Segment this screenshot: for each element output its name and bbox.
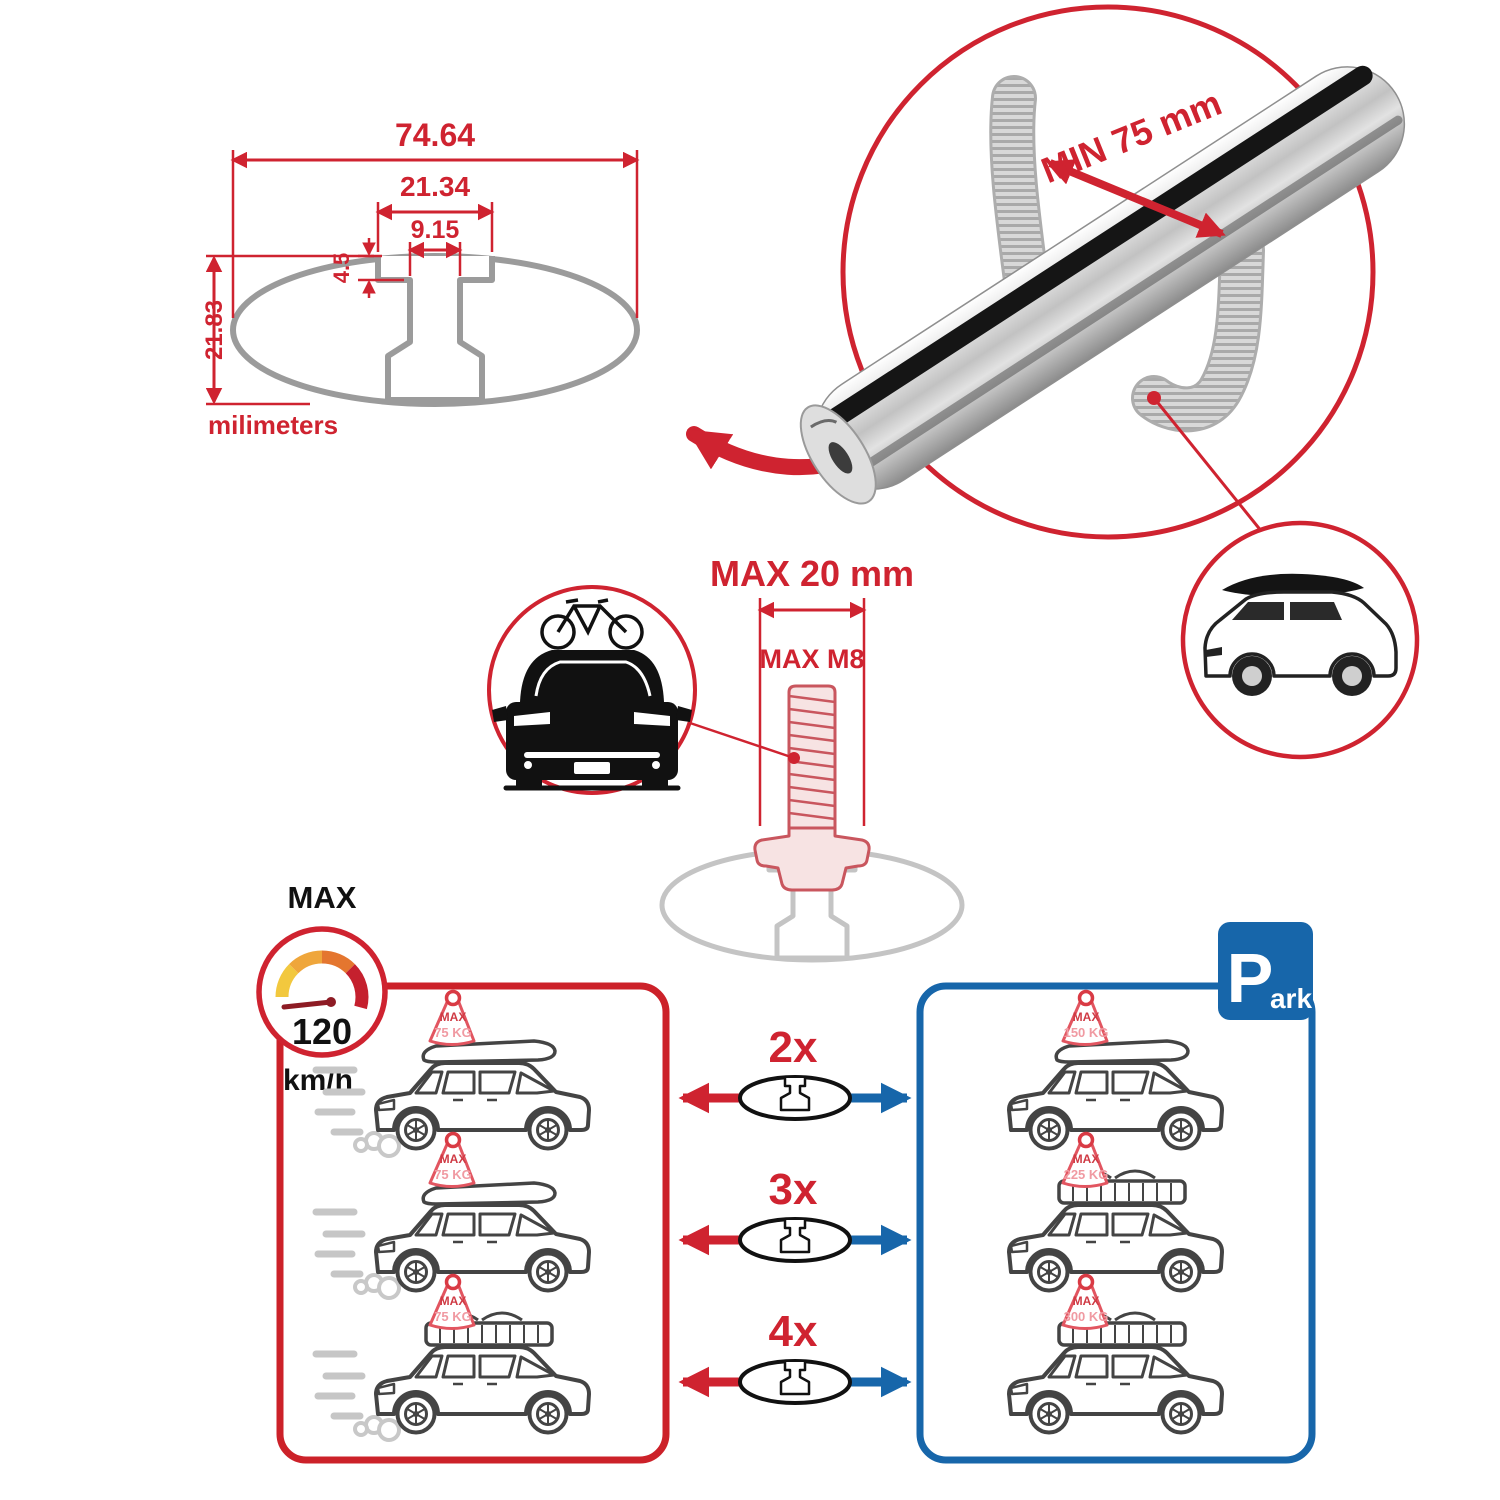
headlight bbox=[634, 712, 670, 726]
park-sign-board bbox=[1218, 922, 1313, 1020]
dim-slot-inner-label: 9.15 bbox=[411, 216, 460, 244]
crossbar-section-icon bbox=[738, 1075, 852, 1121]
crossbar-count-row-1: 2x bbox=[678, 1023, 912, 1121]
dimension-total-width: 74.64 bbox=[230, 117, 640, 318]
t-slot-channel bbox=[375, 256, 495, 403]
headlight bbox=[514, 712, 550, 726]
crossbar-photo bbox=[799, 65, 1406, 505]
count-label: 4x bbox=[769, 1307, 818, 1356]
dimension-slot-outer: 21.34 bbox=[375, 171, 495, 252]
count-label: 3x bbox=[769, 1165, 818, 1214]
driving-car-3: MAX 75 KG bbox=[316, 1273, 591, 1441]
bolt-thread-label: MAX M8 bbox=[759, 644, 864, 674]
bolt-diagram: MAX 20 mm MAX M8 bbox=[659, 553, 965, 963]
load-tag-title: MAX bbox=[1073, 1294, 1100, 1308]
gauge-circle bbox=[256, 926, 388, 1058]
speed-value: 120 bbox=[292, 1011, 352, 1052]
crossbar-count-row-3: 4x bbox=[678, 1307, 912, 1405]
load-tag-title: MAX bbox=[440, 1294, 467, 1308]
load-tag: MAX 75 KG bbox=[428, 989, 476, 1047]
load-tag-title: MAX bbox=[440, 1152, 467, 1166]
count-label: 2x bbox=[769, 1023, 818, 1072]
load-tag-title: MAX bbox=[440, 1010, 467, 1024]
load-tag: MAX 75 KG bbox=[428, 1273, 476, 1331]
driving-car-2: MAX 75 KG bbox=[316, 1131, 591, 1299]
load-tag-value: 150 KG bbox=[1064, 1025, 1109, 1040]
load-tag-value: 300 KG bbox=[1064, 1309, 1109, 1324]
parked-car-2: MAX 225 KG bbox=[1007, 1131, 1224, 1293]
bolt-max-width-label: MAX 20 mm bbox=[710, 553, 914, 594]
load-tag: MAX 150 KG bbox=[1061, 989, 1109, 1047]
rubber-strip bbox=[812, 65, 1373, 437]
load-tag-title: MAX bbox=[1073, 1152, 1100, 1166]
park-sign-letter: P bbox=[1227, 939, 1274, 1017]
t-bolt-head bbox=[753, 826, 871, 892]
park-sign-rest: ark bbox=[1270, 983, 1312, 1014]
load-tag: MAX 225 KG bbox=[1061, 1131, 1109, 1189]
crossbar-count-row-2: 3x bbox=[678, 1165, 912, 1263]
driving-car-1: MAX 75 KG bbox=[316, 989, 591, 1157]
load-tag-title: MAX bbox=[1073, 1010, 1100, 1024]
min-span-arrow bbox=[1046, 159, 1226, 238]
crossbar-section-icon bbox=[738, 1359, 852, 1405]
dim-total-width-label: 74.64 bbox=[395, 117, 475, 153]
load-tag-value: 75 KG bbox=[434, 1167, 472, 1182]
load-tag-value: 75 KG bbox=[434, 1309, 472, 1324]
dimension-slot-inner: 9.15 bbox=[407, 216, 463, 276]
gauge-arc bbox=[275, 950, 369, 1010]
parked-car-3: MAX 300 KG bbox=[1007, 1273, 1224, 1435]
bolt-threads bbox=[788, 694, 836, 821]
callout-dot bbox=[788, 752, 800, 764]
load-tag-value: 225 KG bbox=[1064, 1167, 1109, 1182]
dim-step-depth-label: 4.5 bbox=[329, 253, 354, 284]
suv-roofbox-circle bbox=[1180, 520, 1420, 760]
dimension-step-depth: 4.5 bbox=[329, 238, 404, 298]
t-bolt bbox=[753, 684, 871, 892]
speed-max-label: MAX bbox=[288, 880, 357, 915]
crossbar-photo-circle: MIN 75 mm bbox=[799, 4, 1406, 540]
load-tag-value: 75 KG bbox=[434, 1025, 472, 1040]
gauge-needle bbox=[281, 999, 334, 1010]
callout-line bbox=[689, 721, 795, 760]
cross-section-diagram: 74.64 21.34 9.15 4.5 21.83 mili bbox=[201, 117, 640, 440]
load-tag: MAX 75 KG bbox=[428, 1131, 476, 1189]
callout-line bbox=[1152, 397, 1264, 533]
dimension-height: 21.83 bbox=[201, 254, 374, 406]
units-label: milimeters bbox=[208, 410, 338, 440]
bicycle-icon bbox=[540, 598, 644, 650]
park-sign: P ark bbox=[1218, 922, 1313, 1020]
parked-car-1: MAX 150 KG bbox=[1007, 989, 1224, 1151]
dim-slot-outer-label: 21.34 bbox=[400, 171, 470, 202]
car-bike-circle bbox=[487, 585, 800, 795]
load-tag: MAX 300 KG bbox=[1061, 1273, 1109, 1331]
crossbar-section-icon bbox=[738, 1217, 852, 1263]
dim-height-label: 21.83 bbox=[201, 300, 228, 360]
